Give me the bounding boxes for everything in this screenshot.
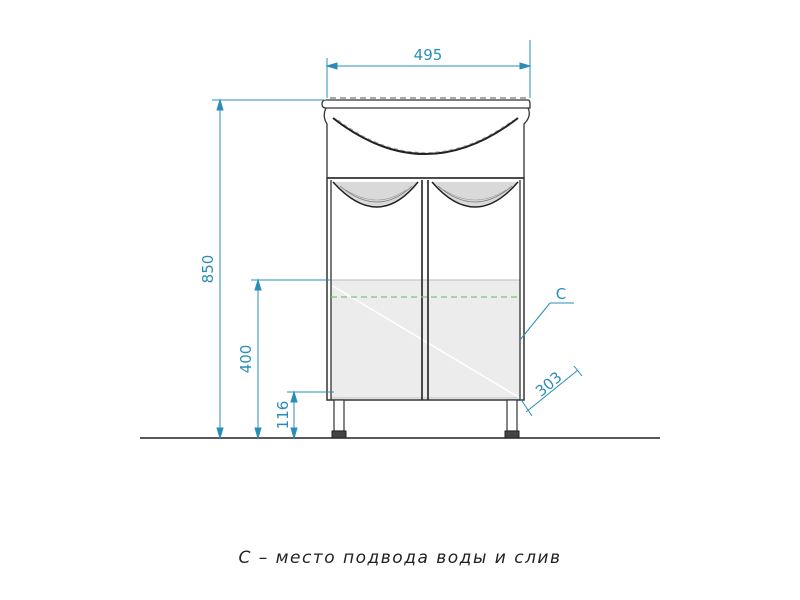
- dimension-leg-height: 116: [274, 390, 334, 440]
- dimension-height-total: 850: [199, 98, 326, 440]
- water-point-label: 400: [237, 345, 255, 374]
- height-total-label: 850: [199, 255, 217, 284]
- cabinet-legs: [331, 399, 520, 439]
- washbasin: [321, 97, 531, 179]
- left-door-handle: [332, 181, 419, 208]
- dimension-width: 495: [325, 40, 532, 98]
- cabinet-doors: [330, 180, 521, 400]
- right-door-handle: [431, 181, 519, 208]
- dimension-depth: 303: [519, 365, 583, 417]
- depth-label: 303: [532, 368, 566, 400]
- leg-height-label: 116: [274, 401, 292, 430]
- dimension-water-point: 400: [237, 278, 331, 440]
- width-label: 495: [414, 46, 443, 64]
- cabinet-body: [326, 177, 525, 401]
- caption-legend: C – место подвода воды и слив: [238, 548, 562, 568]
- point-c-leader: C: [519, 285, 574, 341]
- point-c-label: C: [556, 285, 566, 303]
